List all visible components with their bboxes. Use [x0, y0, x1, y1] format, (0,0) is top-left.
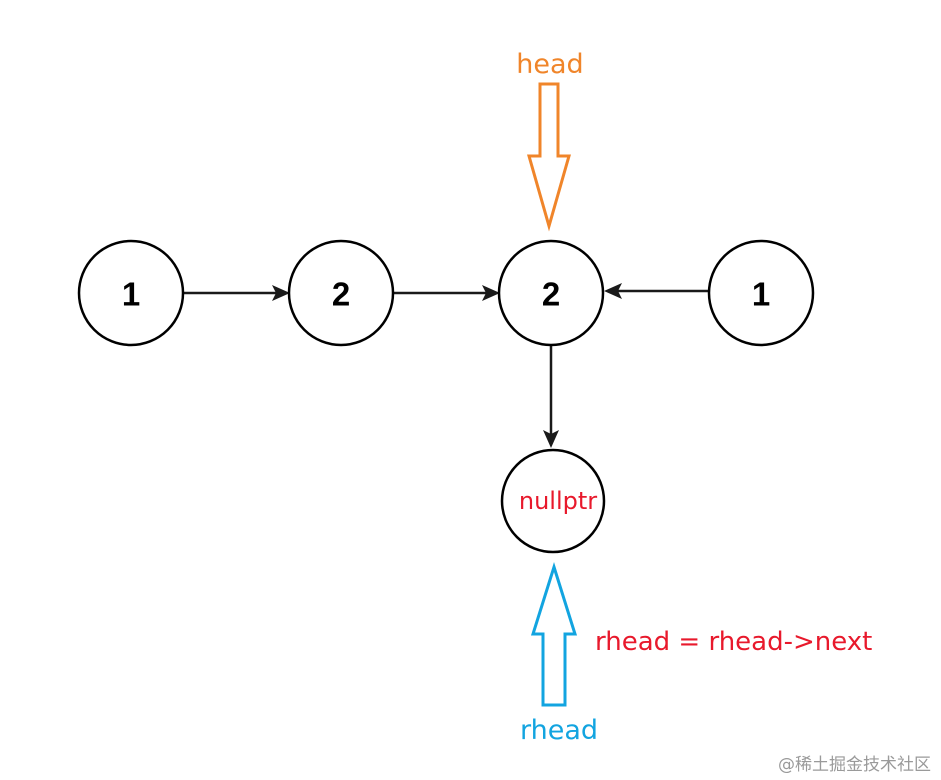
rhead-label: rhead [520, 715, 598, 746]
head-arrow-icon [527, 82, 571, 232]
edges [184, 283, 708, 448]
rhead-arrow-icon [530, 561, 578, 707]
arrowhead-n1-n2 [272, 285, 290, 301]
node-4: 1 [707, 239, 815, 347]
node-3: 2 [497, 239, 605, 347]
arrowhead-n2-n3 [482, 285, 500, 301]
node-4-label: 1 [752, 276, 770, 313]
node-2-label: 2 [332, 276, 350, 313]
rhead-pointer: rhead [520, 561, 598, 746]
head-pointer: head [516, 49, 584, 232]
node-3-label: 2 [542, 276, 560, 313]
arrowhead-n4-n3 [604, 283, 622, 299]
head-label: head [516, 49, 583, 80]
node-null: nullptr [500, 448, 606, 554]
node-1: 1 [77, 239, 185, 347]
watermark: @稀土掘金技术社区 [778, 755, 931, 775]
node-null-label: nullptr [519, 487, 597, 515]
node-1-label: 1 [122, 276, 140, 313]
operation-label: rhead = rhead->next [595, 627, 872, 657]
arrowhead-n3-null [543, 430, 559, 448]
node-2: 2 [287, 239, 395, 347]
